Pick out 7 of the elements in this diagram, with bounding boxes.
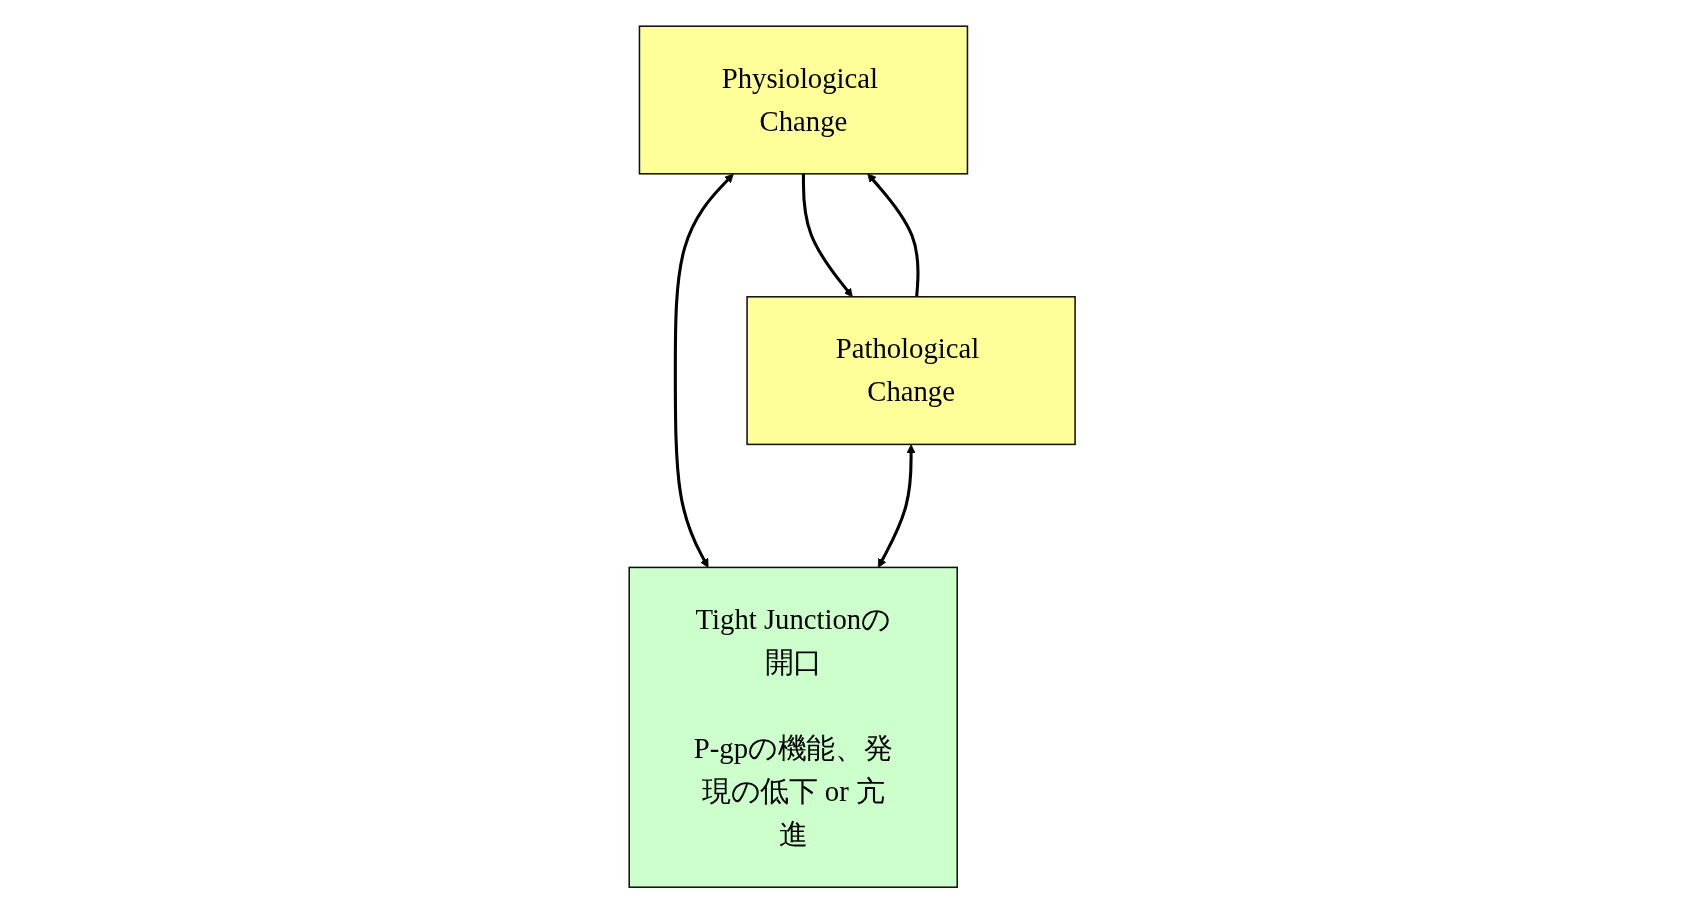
node-box: Tight Junctionの開口 P-gpの機能、発現の低下 or 亢進 bbox=[628, 566, 958, 889]
arrow bbox=[867, 173, 920, 298]
arrow bbox=[673, 174, 734, 569]
node-box: Physiological Change bbox=[638, 25, 969, 175]
arrow bbox=[877, 444, 916, 569]
node-box: Pathological Change bbox=[746, 296, 1076, 446]
arrow bbox=[801, 174, 853, 298]
